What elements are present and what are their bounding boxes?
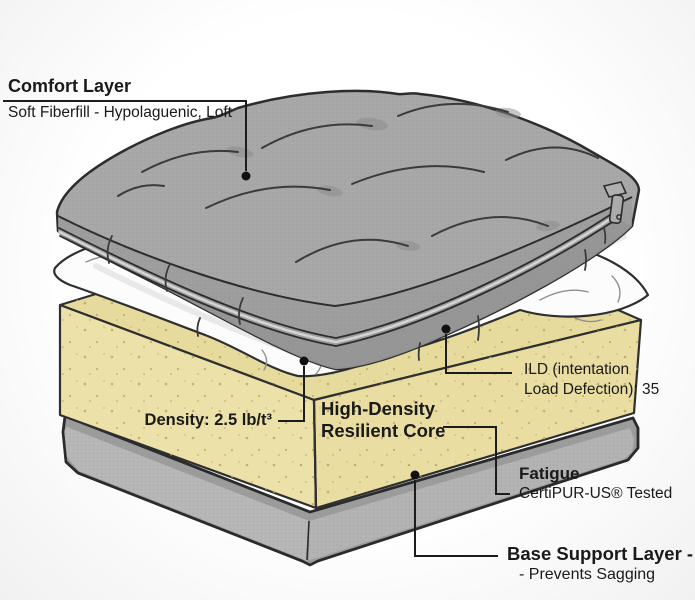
label-base-support: Base Support Layer - - Prevents Sagging [507, 543, 693, 585]
leader-dots [241, 171, 451, 480]
comfort-layer-cushion [55, 89, 641, 371]
cushion-texture [57, 90, 639, 370]
zipper-pull [602, 181, 628, 225]
base-subtitle: - Prevents Sagging [519, 566, 656, 583]
label-resilient-core: High-Density Resilient Core [321, 398, 445, 441]
base-texture [63, 416, 638, 565]
core-line2: Resilient Core [321, 419, 446, 441]
ild-line1: ILD (intentation [524, 361, 630, 378]
comfort-layer-subtitle: Soft Fiberfill - Hypolaguenic, Loft [8, 104, 232, 121]
leader-ild [445, 334, 512, 374]
leader-comfort [3, 100, 247, 171]
foam-corner-edge [312, 399, 318, 509]
dot-ild [441, 324, 451, 334]
fatigue-subtitle: CertiPUR-US® Tested [519, 485, 673, 502]
leader-density [278, 366, 305, 422]
leader-fatigue [443, 426, 510, 495]
label-ild: ILD (intentation Load Defection): 35 [524, 360, 659, 399]
base-support-layer [61, 414, 640, 567]
base-outline [61, 414, 640, 567]
base-corner-edge [306, 520, 310, 561]
base-title: Base Support Layer - [507, 543, 694, 564]
dot-comfort [241, 171, 251, 181]
core-line1: High-Density [321, 398, 436, 419]
dot-density [299, 356, 309, 366]
leader-lines [3, 100, 512, 557]
leader-base [414, 480, 498, 557]
ild-line2: Load Defection): 35 [524, 380, 660, 398]
fatigue-title: Fatigue [519, 464, 580, 483]
foam-texture [60, 305, 641, 508]
label-comfort-layer: Comfort Layer Soft Fiberfill - Hypolague… [8, 74, 247, 123]
dot-base [410, 470, 420, 480]
label-fatigue: Fatigue CertiPUR-US® Tested [519, 464, 672, 504]
label-density: Density: 2.5 lb/t³ [120, 411, 272, 430]
density-text: Density: 2.5 lb/t³ [144, 411, 272, 429]
comfort-layer-title: Comfort Layer [8, 76, 132, 96]
